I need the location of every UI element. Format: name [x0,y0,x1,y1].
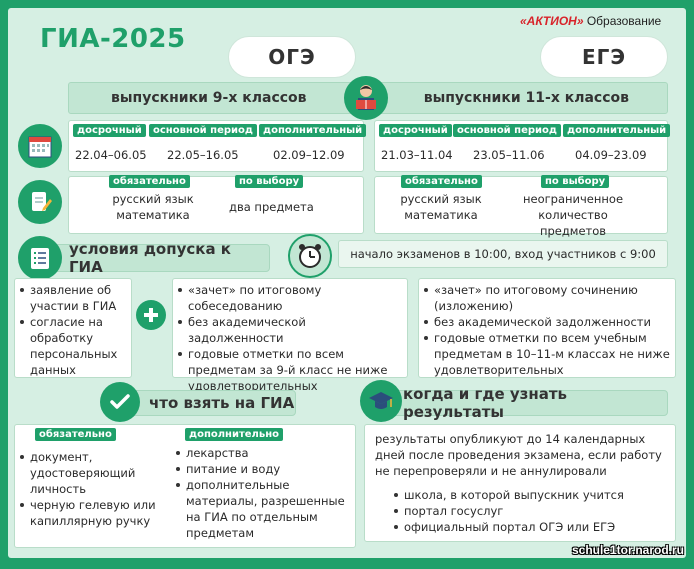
bring-optional-tag: дополнительно [185,428,283,441]
oge-choice-text: два предмета [229,200,314,214]
ege-subjects-box: обязательно по выбору русский язык матем… [374,175,668,238]
list-item: официальный портал ОГЭ или ЕГЭ [393,519,673,535]
results-text: результаты опубликуют до 14 календарных … [375,432,662,478]
list-item: лекарства [175,445,355,461]
calendar-icon [18,124,62,168]
admission-base-box: заявление об участии в ГИА согласие на о… [14,278,132,378]
results-list: школа, в которой выпускник учится портал… [393,487,673,535]
list-item: согласие на обработку персональных данны… [19,314,127,378]
oge-date-extra: 02.09–12.09 [273,148,345,162]
graduation-cap-icon [360,380,402,422]
admission-oge-box: «зачет» по итоговому собеседованию без а… [172,278,408,393]
ege-periods-box: досрочный основной период дополнительный… [374,120,671,172]
results-heading: когда и где узнать результаты [372,385,668,421]
document-pen-icon [18,180,62,224]
list-item: без академической задолженности [423,314,671,330]
list-item: без академической задолженности [177,314,403,346]
ege-mandatory-list: русский язык математика [397,191,485,223]
brand-name: «АКТИОН» [520,14,584,28]
list-item: документ, удостоверяющий личность [19,449,179,497]
ege-period-early-tag: досрочный [379,124,452,137]
bring-mandatory-tag: обязательно [35,428,116,441]
oge-subjects-box: обязательно по выбору русский язык матем… [68,175,364,234]
oge-period-extra-tag: дополнительный [259,124,367,137]
ege-period-main-tag: основной период [453,124,561,137]
admission-ege-list: «зачет» по итоговому сочинению (изложени… [419,279,675,378]
ege-date-early: 21.03–11.04 [381,148,453,162]
page-title: ГИА-2025 [40,24,186,54]
admission-heading: условия допуска к ГИА [52,240,270,276]
oge-choice-tag: по выбору [235,175,304,188]
ege-pill: ЕГЭ [540,36,668,78]
bring-optional-list: лекарства питание и воду дополнительные … [175,445,355,541]
list-item: портал госуслуг [393,503,673,519]
ege-graduates: выпускники 11-х классов [423,90,629,106]
bring-heading: что взять на ГИА [120,390,296,416]
oge-periods-box: досрочный основной период дополнительный… [68,120,367,172]
ege-choice-line: количество предметов [538,208,608,238]
list-item: питание и воду [175,461,355,477]
oge-mandatory-item: математика [116,208,190,222]
checkmark-icon [100,382,140,422]
alarm-clock-icon [288,234,332,278]
start-time-box: начало экзаменов в 10:00, вход участнико… [338,240,668,268]
list-item: годовые отметки по всем предметам за 9-й… [177,346,403,394]
ege-period-extra-tag: дополнительный [563,124,671,137]
admission-oge-list: «зачет» по итоговому собеседованию без а… [173,279,407,394]
list-item: заявление об участии в ГИА [19,282,127,314]
ege-date-extra: 04.09–23.09 [575,148,647,162]
list-item: «зачет» по итоговому сочинению (изложени… [423,282,671,314]
ege-date-main: 23.05–11.06 [473,148,545,162]
results-box: результаты опубликуют до 14 календарных … [364,424,676,542]
admission-ege-box: «зачет» по итоговому сочинению (изложени… [418,278,676,378]
checklist-icon [18,236,62,280]
brand-suffix: Образование [586,14,662,28]
ege-mandatory-tag: обязательно [401,175,482,188]
list-item: черную гелевую или капиллярную ручку [19,497,179,529]
ege-mandatory-item: математика [404,208,478,222]
oge-mandatory-list: русский язык математика [109,191,197,223]
list-item: школа, в которой выпускник учится [393,487,673,503]
oge-pill: ОГЭ [228,36,356,78]
oge-mandatory-item: русский язык [112,192,194,206]
oge-date-early: 22.04–06.05 [75,148,147,162]
list-item: дополнительные материалы, разрешенные на… [175,477,355,541]
oge-mandatory-tag: обязательно [109,175,190,188]
brand-logo: «АКТИОН» Образование [520,14,661,28]
bring-mandatory-list: документ, удостоверяющий личность черную… [19,449,179,529]
oge-period-early-tag: досрочный [73,124,146,137]
list-item: «зачет» по итоговому собеседованию [177,282,403,314]
list-item: годовые отметки по всем учебным предмета… [423,330,671,378]
oge-date-main: 22.05–16.05 [167,148,239,162]
ege-mandatory-item: русский язык [400,192,482,206]
ege-choice-line: неограниченное [522,192,624,206]
oge-period-main-tag: основной период [149,124,257,137]
ege-choice-tag: по выбору [541,175,610,188]
ege-choice-list: неограниченное количество предметов [505,191,641,239]
student-reading-icon [344,76,388,120]
admission-base-list: заявление об участии в ГИА согласие на о… [15,279,131,378]
watermark: schule1tor.narod.ru [571,543,684,557]
plus-icon [136,300,166,330]
oge-graduates: выпускники 9-х классов [111,90,307,106]
bring-box: обязательно дополнительно документ, удос… [14,424,356,548]
